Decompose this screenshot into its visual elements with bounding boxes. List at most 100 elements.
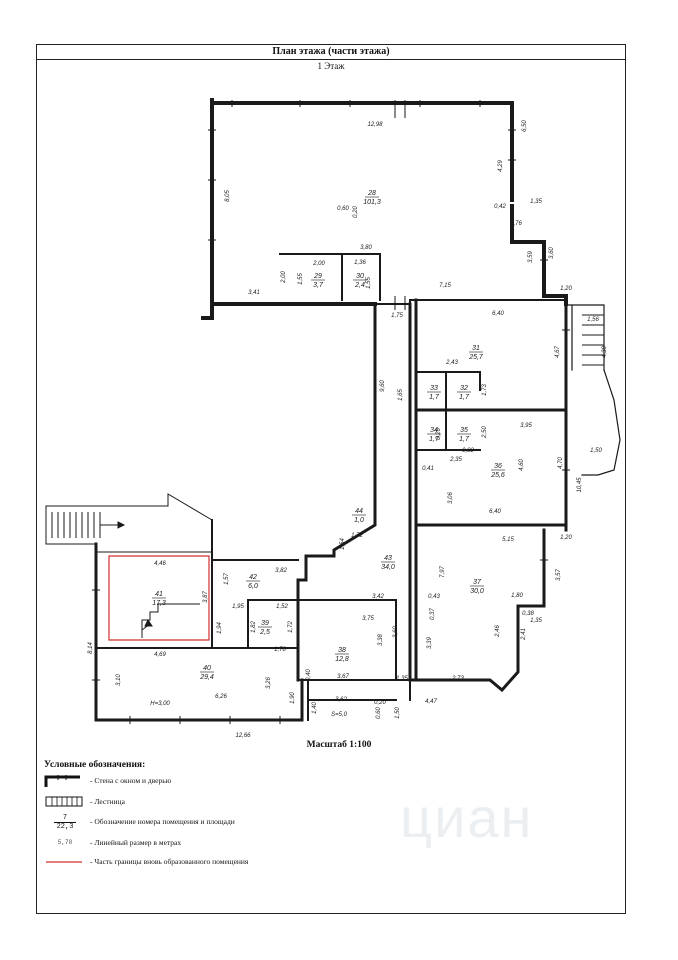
dimension-label: 6,50: [522, 120, 528, 132]
drawing-frame: [36, 44, 626, 914]
legend-sample-number: 7: [62, 814, 68, 822]
dimension-label: 0,43: [428, 594, 440, 600]
dimension-label: 1,55: [298, 273, 304, 285]
dimension-label: 1,65: [398, 389, 404, 401]
room-area: 29,4: [199, 674, 214, 681]
legend-item-dimension: 5,78 - Линейный размер в метрах: [44, 835, 374, 853]
room-number: 38: [338, 647, 346, 654]
legend-item-wall: - Стена с окном и дверью: [44, 773, 374, 791]
dimension-label: 9,60: [380, 380, 386, 392]
dimension-label: 4,69: [154, 652, 166, 658]
legend-item-stairs: - Лестница: [44, 794, 374, 812]
room-number: 35: [460, 427, 468, 434]
room-area: 30,0: [470, 588, 484, 595]
legend-text: - Лестница: [90, 797, 125, 806]
room-area: 12,8: [335, 656, 349, 663]
dimension-label: 7,97: [440, 566, 446, 578]
dimension-label: 3,75: [362, 616, 374, 622]
plan-title: План этажа (части этажа): [36, 44, 626, 60]
room-number: 41: [155, 591, 163, 598]
legend-sample-dimension: 5,78: [57, 839, 73, 846]
dimension-label: 1,75: [391, 313, 403, 319]
room-area: 1,0: [354, 517, 364, 524]
room-area: 1,7: [459, 436, 470, 443]
dimension-label: 6,40: [489, 509, 501, 515]
dimension-label: 0,82: [462, 448, 474, 454]
dimension-label: 0,60: [376, 707, 382, 719]
dimension-label: 1,50: [395, 707, 401, 719]
dimension-label: 1,56: [587, 317, 599, 323]
dimension-label: 1,35: [530, 618, 542, 624]
dimension-label: 0,60: [337, 206, 349, 212]
room-number: 39: [261, 620, 269, 627]
dimension-label: 3,57: [556, 569, 562, 581]
dimension-label: 1,40: [312, 702, 318, 714]
room-number: 34: [430, 427, 438, 434]
dimension-label: S=5,0: [331, 712, 348, 718]
wall-window-door-icon: [44, 775, 80, 787]
dimension-label: 1,54: [340, 538, 346, 550]
dimension-label: 4,60: [519, 459, 525, 471]
dimension-label: 0,41: [422, 466, 434, 472]
dimension-label: 3,06: [448, 492, 454, 504]
legend-text: - Обозначение номера помещения и площади: [90, 817, 235, 826]
dimension-label: 1,80: [511, 593, 523, 599]
dimension-label: 1,35: [530, 199, 542, 205]
new-room-boundary: [108, 555, 210, 641]
dimension-label: H=3,00: [150, 701, 170, 707]
boundary-line-icon: [46, 861, 82, 863]
room-number: 31: [472, 345, 480, 352]
dimension-label: 2,50: [482, 426, 488, 439]
dimension-label: 1,57: [224, 573, 230, 585]
dimension-label: 0,38: [522, 611, 534, 617]
dimension-label: 8,14: [88, 642, 94, 654]
dimension-label: 2,00: [281, 271, 287, 284]
room-labels: 28101,3293,7302,43125,7331,7321,7341,735…: [152, 190, 505, 681]
dimension-label: 3,10: [116, 674, 122, 686]
room-number: 42: [249, 574, 257, 581]
room-area: 2,5: [259, 629, 270, 636]
dimension-label: 4,47: [425, 699, 437, 705]
dimension-label: 1,50: [590, 448, 602, 454]
room-area: 1,7: [429, 436, 440, 443]
dimension-label: 6,26: [215, 694, 227, 700]
room-number: 43: [384, 555, 392, 562]
watermark: циан: [400, 786, 534, 849]
room-number: 32: [460, 385, 468, 392]
dimension-label: 1,73: [482, 384, 488, 396]
dimension-label: 0,40: [306, 669, 312, 681]
legend-item-boundary: - Часть границы вновь образованного поме…: [44, 854, 374, 872]
dimension-label: 3,67: [337, 674, 349, 680]
dimension-label: 4,29: [498, 160, 504, 172]
legend-text: - Часть границы вновь образованного поме…: [90, 857, 249, 866]
dimension-label: 1,76: [510, 221, 522, 227]
dimension-label: 3,38: [378, 634, 384, 646]
room-number: 29: [313, 273, 322, 280]
dimension-label: 1,20: [560, 535, 572, 541]
legend-title: Условные обозначения:: [44, 760, 146, 770]
dimension-label: 0,20: [374, 700, 386, 706]
dimension-label: 1,36: [354, 260, 366, 266]
dimension-label: 1,72: [288, 621, 294, 633]
dimension-label: 3,80: [360, 245, 372, 251]
dimension-label: 1,35: [396, 676, 408, 682]
room-area: 1,7: [459, 394, 470, 401]
dimension-label: 4,38: [602, 346, 608, 358]
legend-item-room-label: 7 22,3 - Обозначение номера помещения и …: [44, 814, 374, 832]
dimension-label: 3,62: [335, 697, 347, 703]
room-number: 33: [430, 385, 438, 392]
dimension-label: 3,39: [427, 637, 433, 649]
dimension-label: 10,45: [577, 477, 583, 493]
dimension-label: 3,95: [520, 423, 532, 429]
dimension-label: 5,15: [502, 537, 514, 543]
dimension-label: 1,82: [251, 621, 257, 633]
floor-label: 1 Этаж: [317, 61, 345, 71]
stairs-icon: [45, 796, 83, 807]
room-area: 6,0: [248, 583, 258, 590]
dimension-label: 0,37: [430, 608, 436, 620]
dimension-label: 6,40: [492, 311, 504, 317]
dimension-label: 3,87: [203, 591, 209, 603]
room-area: 25,7: [468, 354, 484, 361]
scale-label: Масштаб 1:100: [306, 740, 372, 750]
